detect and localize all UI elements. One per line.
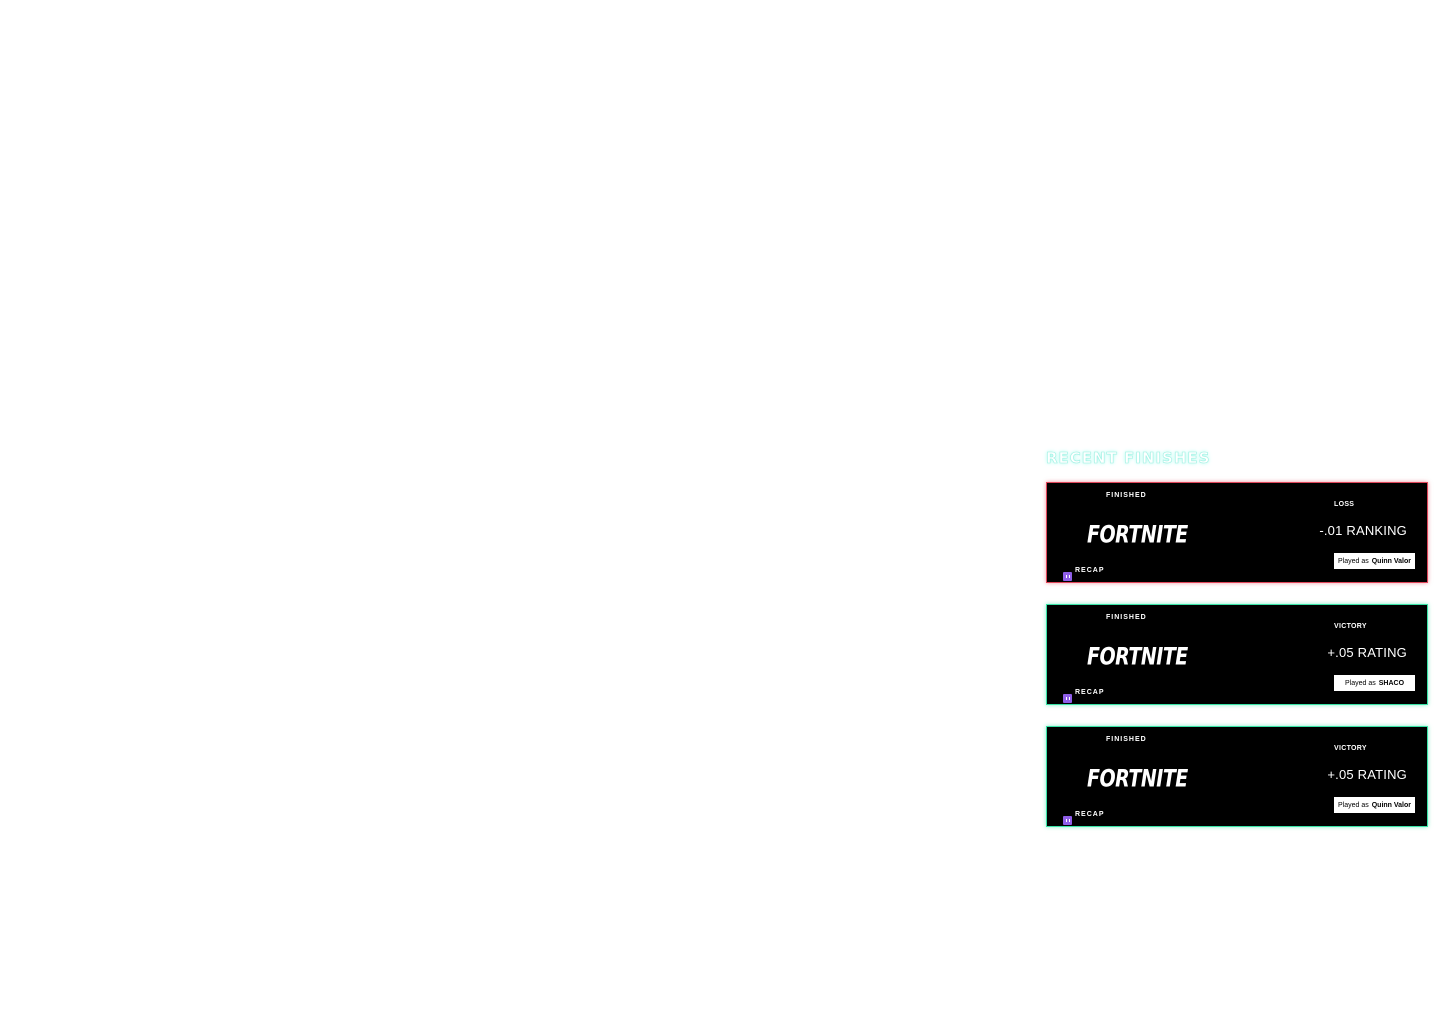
recap-link[interactable]: RECAP bbox=[1075, 567, 1105, 574]
rating-change: +.05 RATING bbox=[1327, 767, 1407, 782]
game-logo: FORTNITE bbox=[1087, 765, 1188, 793]
card-status: FINISHED bbox=[1106, 614, 1147, 621]
result-label: VICTORY bbox=[1334, 623, 1367, 630]
played-as-prefix: Played as bbox=[1337, 557, 1369, 565]
player-name: Quinn Valor bbox=[1371, 801, 1412, 809]
card-status: FINISHED bbox=[1106, 492, 1147, 499]
card-status: FINISHED bbox=[1106, 736, 1147, 743]
played-as-prefix: Played as bbox=[1344, 679, 1376, 687]
recent-finishes-title: RECENT FINISHES bbox=[1046, 449, 1211, 468]
rating-change: -.01 RANKING bbox=[1319, 523, 1407, 538]
game-logo: FORTNITE bbox=[1087, 643, 1188, 671]
finish-card[interactable]: FINISHED FORTNITE RECAP LOSS -.01 RANKIN… bbox=[1046, 482, 1428, 583]
played-as-badge: Played as SHACO bbox=[1334, 675, 1415, 691]
twitch-icon[interactable] bbox=[1063, 694, 1072, 703]
played-as-prefix: Played as bbox=[1337, 801, 1369, 809]
player-name: Quinn Valor bbox=[1371, 557, 1412, 565]
twitch-icon[interactable] bbox=[1063, 572, 1072, 581]
recap-link[interactable]: RECAP bbox=[1075, 689, 1105, 696]
result-label: LOSS bbox=[1334, 501, 1355, 508]
rating-change: +.05 RATING bbox=[1327, 645, 1407, 660]
played-as-badge: Played as Quinn Valor bbox=[1334, 553, 1415, 569]
twitch-icon[interactable] bbox=[1063, 816, 1072, 825]
game-logo: FORTNITE bbox=[1087, 521, 1188, 549]
recap-link[interactable]: RECAP bbox=[1075, 811, 1105, 818]
recent-finishes-list: FINISHED FORTNITE RECAP LOSS -.01 RANKIN… bbox=[1046, 482, 1430, 848]
player-name: SHACO bbox=[1378, 679, 1405, 687]
finish-card[interactable]: FINISHED FORTNITE RECAP VICTORY +.05 RAT… bbox=[1046, 604, 1428, 705]
result-label: VICTORY bbox=[1334, 745, 1367, 752]
finish-card[interactable]: FINISHED FORTNITE RECAP VICTORY +.05 RAT… bbox=[1046, 726, 1428, 827]
played-as-badge: Played as Quinn Valor bbox=[1334, 797, 1415, 813]
